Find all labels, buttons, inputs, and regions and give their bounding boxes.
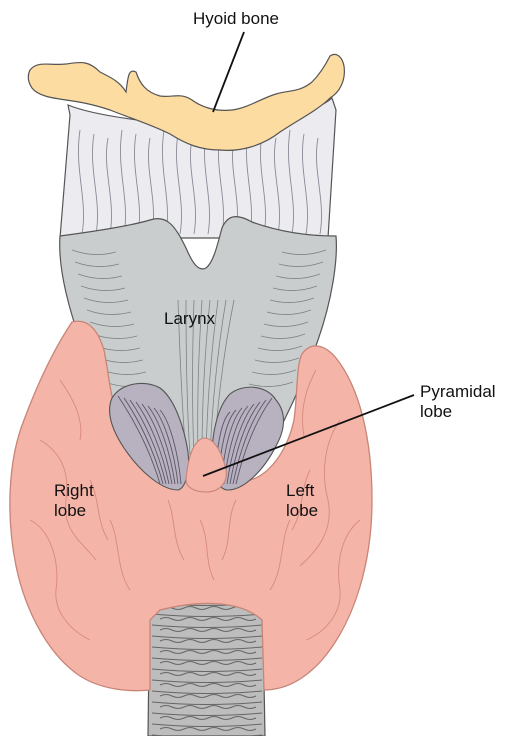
left-lobe-label: Left lobe — [286, 481, 318, 521]
hyoid-leader-line — [213, 32, 244, 112]
hyoid-bone-label: Hyoid bone — [193, 9, 279, 29]
pyramidal-lobe-label: Pyramidal lobe — [420, 382, 496, 422]
right-lobe-label: Right lobe — [54, 481, 94, 521]
larynx-label: Larynx — [164, 309, 215, 329]
